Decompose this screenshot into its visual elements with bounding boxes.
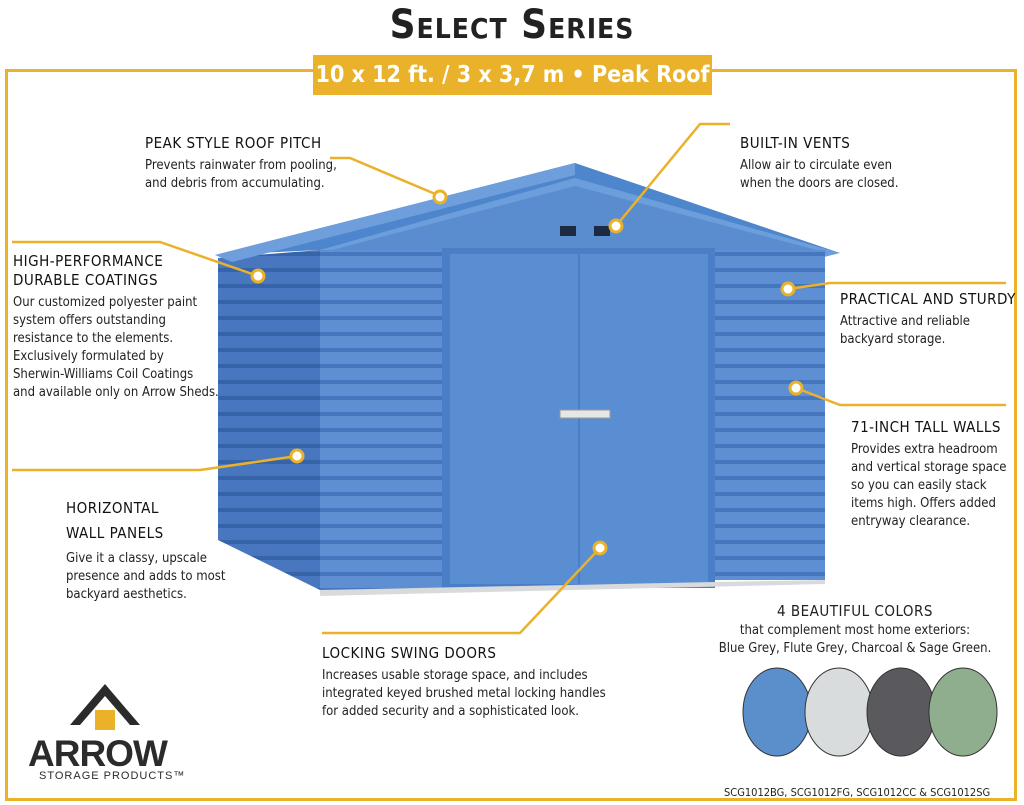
colors-line2: Blue Grey, Flute Grey, Charcoal & Sage G… xyxy=(718,641,992,656)
swatch-blue-grey xyxy=(742,667,812,757)
callout-doors-heading: Locking Swing Doors xyxy=(322,644,497,662)
swatch-charcoal xyxy=(866,667,936,757)
callout-coatings-heading: High-PerformanceDurable Coatings xyxy=(13,252,164,289)
right-door xyxy=(580,254,708,584)
callout-panels-body: Give it a classy, upscale presence and a… xyxy=(66,551,226,602)
callout-coatings-body: Our customized polyester paint system of… xyxy=(13,295,219,400)
callout-panels: HorizontalWall Panels Give it a classy, … xyxy=(66,496,225,604)
callout-roof-heading: Peak Style Roof Pitch xyxy=(145,134,322,152)
callout-coatings: High-PerformanceDurable Coatings Our cus… xyxy=(13,252,219,402)
callout-vents: Built-In Vents Allow air to circulate ev… xyxy=(740,134,898,193)
swatch-sage-green xyxy=(928,667,998,757)
callout-practical: Practical and Sturdy Attractive and reli… xyxy=(840,290,1016,349)
model-numbers: SCG1012BG, SCG1012FG, SCG1012CC & SCG101… xyxy=(724,786,991,799)
swatch-flute-grey xyxy=(804,667,874,757)
callout-roof-body: Prevents rainwater from pooling,and debr… xyxy=(145,158,337,191)
left-door xyxy=(450,254,578,584)
frame-top-left xyxy=(5,69,313,72)
frame-top-right xyxy=(712,69,1017,72)
callout-walls-heading: 71-Inch Tall Walls xyxy=(851,418,1001,436)
callout-panels-heading: HorizontalWall Panels xyxy=(66,499,164,542)
callout-practical-heading: Practical and Sturdy xyxy=(840,290,1016,308)
colors-heading: 4 Beautiful Colors xyxy=(776,602,933,620)
arrow-logo-icon xyxy=(70,684,140,730)
size-banner: 10 x 12 ft. / 3 x 3,7 m • Peak Roof xyxy=(313,55,712,95)
brand-logo-subtitle: STORAGE PRODUCTS™ xyxy=(39,770,186,782)
front-right-panel xyxy=(715,250,825,580)
colors-line1: that complement most home exteriors: xyxy=(739,623,971,638)
page-title: Select Series xyxy=(389,2,635,48)
callout-walls-body: Provides extra headroom and vertical sto… xyxy=(851,442,1007,529)
yellow-frame xyxy=(5,69,1017,801)
callout-vents-heading: Built-In Vents xyxy=(740,134,851,152)
front-left-panel xyxy=(320,250,442,590)
callout-doors: Locking Swing Doors Increases usable sto… xyxy=(322,644,606,721)
side-wall xyxy=(218,250,320,590)
colors-section: 4 Beautiful Colors that complement most … xyxy=(700,602,1010,658)
callout-doors-body: Increases usable storage space, and incl… xyxy=(322,668,606,719)
brand-logo-text: ARROW xyxy=(28,733,168,774)
color-swatches xyxy=(742,667,998,757)
callout-walls: 71-Inch Tall Walls Provides extra headro… xyxy=(851,418,1007,531)
callout-roof: Peak Style Roof Pitch Prevents rainwater… xyxy=(145,134,337,193)
